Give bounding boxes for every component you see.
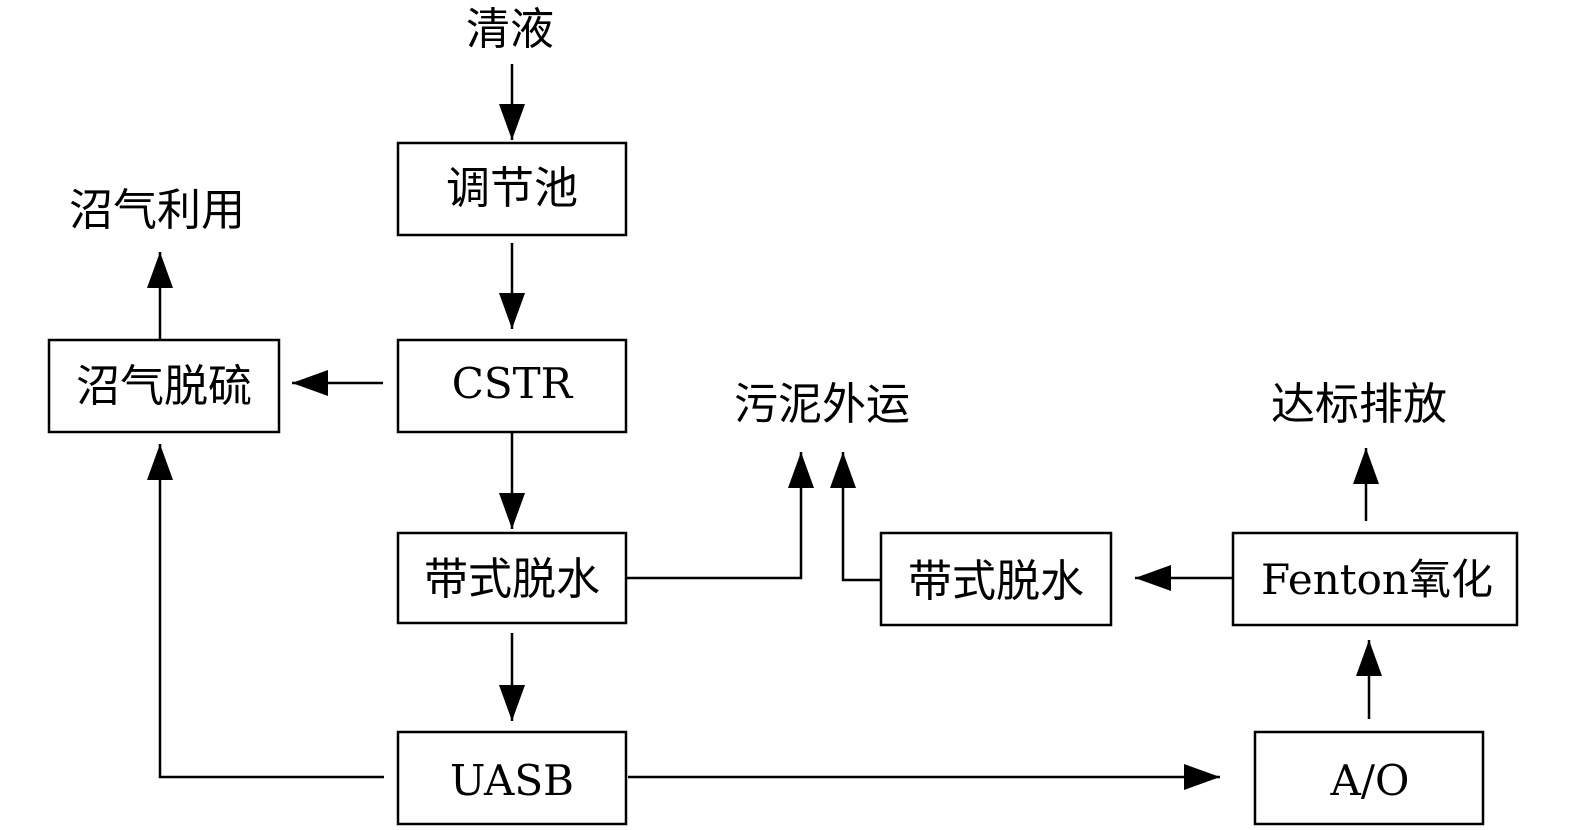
arrow-belt2-to-sludge — [830, 452, 881, 582]
box-tank — [396, 141, 628, 237]
label-belt-dewater-2: 带式脱水 — [908, 556, 1084, 607]
arrow-uasb-to-desulf — [147, 444, 384, 779]
box-uasb — [396, 730, 628, 826]
box-biogas-desulf — [47, 338, 281, 434]
label-tank: 调节池 — [446, 163, 578, 214]
box-ao — [1253, 730, 1485, 826]
label-fenton: Fenton氧化 — [1261, 555, 1493, 604]
label-biogas-desulf: 沼气脱硫 — [76, 361, 252, 412]
label-sludge-out: 污泥外运 — [734, 379, 910, 430]
box-cstr — [396, 338, 628, 434]
label-input: 清液 — [466, 4, 554, 55]
label-uasb: UASB — [450, 756, 574, 805]
arrow-belt1-to-sludge — [626, 452, 814, 580]
label-belt-dewater-1: 带式脱水 — [424, 554, 600, 605]
label-biogas-use: 沼气利用 — [69, 185, 245, 236]
label-discharge: 达标排放 — [1271, 379, 1447, 430]
label-cstr: CSTR — [452, 359, 574, 408]
label-ao: A/O — [1330, 756, 1410, 805]
box-belt-dewater-2 — [879, 531, 1113, 627]
